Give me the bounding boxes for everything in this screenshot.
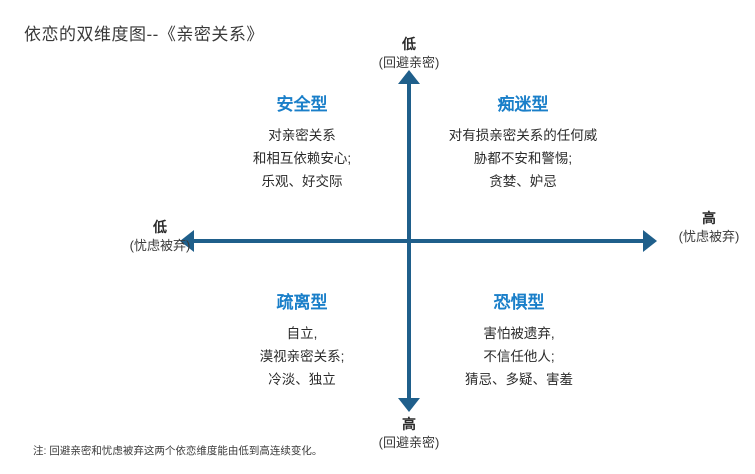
arrow-down-icon (398, 398, 420, 412)
quadrant-heading: 疏离型 (276, 293, 328, 312)
quadrant-line: 和相互依赖安心; (252, 151, 352, 167)
arrow-up-icon (398, 70, 420, 84)
arrow-left-icon (180, 230, 194, 252)
axis-label-top: 低 (回避亲密) (336, 34, 482, 73)
arrow-right-icon (643, 230, 657, 252)
quadrant-preoccupied: 痴迷型 对有损亲密关系的任何威 胁都不安和警惕; 贪婪、妒忌 (420, 90, 626, 194)
quadrant-heading: 安全型 (276, 95, 328, 114)
quadrant-line: 不信任他人; (483, 349, 555, 365)
quadrant-heading: 恐惧型 (493, 293, 545, 312)
quadrant-fearful: 恐惧型 害怕被遗弃, 不信任他人; 猜忌、多疑、害羞 (424, 288, 614, 392)
quadrant-heading: 痴迷型 (497, 95, 549, 114)
quadrant-secure: 安全型 对亲密关系 和相互依赖安心; 乐观、好交际 (212, 90, 392, 194)
page-title: 依恋的双维度图--《亲密关系》 (24, 25, 264, 44)
axis-label-bottom: 高 (回避亲密) (336, 414, 482, 453)
axis-label-right-level: 高 (702, 210, 716, 226)
quadrant-line: 猜忌、多疑、害羞 (465, 372, 573, 388)
axis-label-top-dimension: (回避亲密) (378, 55, 440, 71)
quadrant-line: 冷淡、独立 (268, 372, 336, 388)
quadrant-line: 自立, (286, 326, 318, 341)
quadrant-line: 害怕被遗弃, (483, 326, 555, 341)
quadrant-line: 对有损亲密关系的任何威 (448, 128, 598, 143)
footnote: 注: 回避亲密和忧虑被弃这两个依恋维度能由低到高连续变化。 (33, 445, 323, 457)
quadrant-line: 贪婪、妒忌 (489, 174, 557, 190)
quadrant-line: 胁都不安和警惕; (473, 151, 573, 167)
quadrant-dismissing: 疏离型 自立, 漠视亲密关系; 冷淡、独立 (212, 288, 392, 392)
axis-label-left: 低 (忧虑被弃) (98, 217, 222, 256)
horizontal-axis-line (192, 239, 645, 243)
axis-label-right-dimension: (忧虑被弃) (678, 229, 740, 245)
axis-label-left-dimension: (忧虑被弃) (129, 238, 191, 254)
quadrant-line: 对亲密关系 (268, 128, 336, 143)
quadrant-line: 乐观、好交际 (261, 174, 343, 190)
axis-label-top-level: 低 (402, 36, 416, 52)
axis-label-bottom-level: 高 (402, 416, 416, 432)
axis-label-bottom-dimension: (回避亲密) (378, 435, 440, 451)
quadrant-line: 漠视亲密关系; (259, 349, 345, 365)
axis-label-right: 高 (忧虑被弃) (650, 208, 755, 247)
axis-label-left-level: 低 (153, 219, 167, 235)
